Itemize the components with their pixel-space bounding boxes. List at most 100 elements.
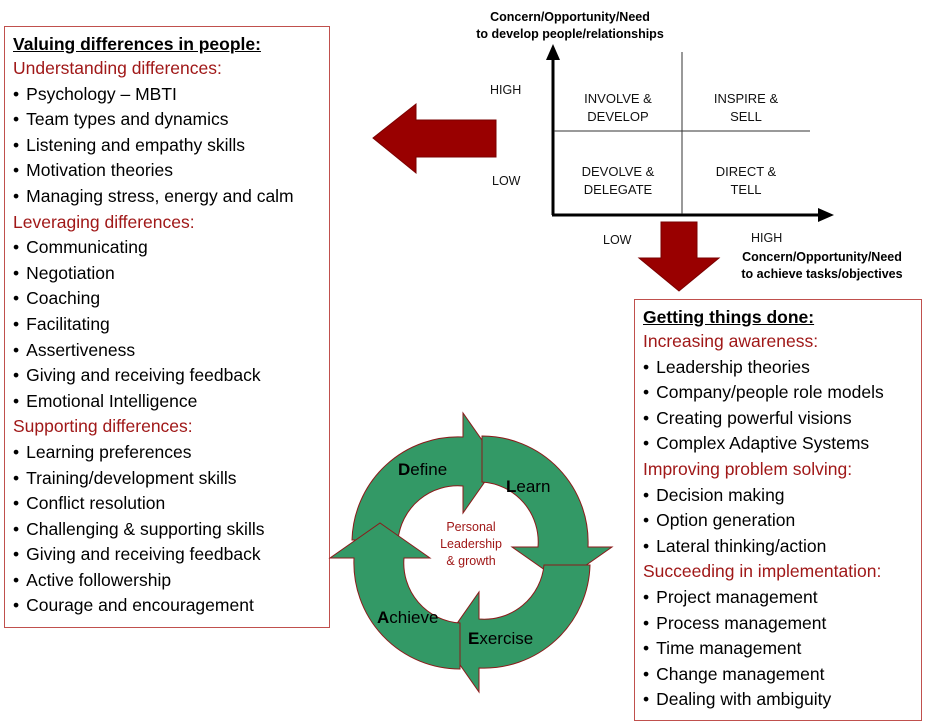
stage-initial: E: [468, 629, 480, 648]
section-title: Improving problem solving:: [643, 458, 853, 479]
center-label-line: Personal: [446, 520, 496, 534]
section-title: Leveraging differences:: [13, 211, 195, 232]
item-list: Decision making Option generation Latera…: [643, 483, 913, 560]
quadrant-label-line: DEVELOP: [587, 109, 649, 124]
list-item: Option generation: [643, 508, 913, 534]
section-title: Understanding differences:: [13, 58, 222, 78]
list-item: Creating powerful visions: [643, 406, 913, 432]
list-item: Managing stress, energy and calm: [13, 184, 321, 210]
quadrant-label-line: DEVOLVE &: [581, 164, 655, 179]
quadrant-label-line: DELEGATE: [583, 182, 653, 197]
list-item: Time management: [643, 636, 913, 662]
list-item: Giving and receiving feedback: [13, 542, 321, 568]
stage-learn-label: Learn: [506, 477, 550, 497]
list-item: Training/development skills: [13, 466, 321, 492]
quadrant-label-line: INVOLVE &: [584, 91, 652, 106]
item-list: Leadership theories Company/people role …: [643, 355, 913, 457]
quadrant-direct-tell: DIRECT & TELL: [683, 163, 809, 199]
x-axis-title-line: to achieve tasks/objectives: [741, 267, 903, 281]
list-item: Challenging & supporting skills: [13, 517, 321, 543]
stage-rest: earn: [516, 477, 551, 496]
quadrant-label-line: SELL: [730, 109, 762, 124]
center-label-line: Leadership: [440, 537, 502, 551]
x-high-label: HIGH: [751, 231, 783, 245]
y-high-label: HIGH: [490, 83, 522, 97]
quadrant-label-line: TELL: [730, 182, 762, 197]
left-section-supporting: Supporting differences: Learning prefere…: [13, 414, 321, 619]
list-item: Emotional Intelligence: [13, 389, 321, 415]
list-item: Facilitating: [13, 312, 321, 338]
stage-initial: D: [398, 460, 411, 479]
stage-rest: chieve: [389, 608, 439, 627]
list-item: Conflict resolution: [13, 491, 321, 517]
item-list: Communicating Negotiation Coaching Facil…: [13, 235, 321, 414]
down-arrow-icon: [637, 221, 721, 292]
cycle-arrow-define: [351, 411, 499, 541]
list-item: Active followership: [13, 568, 321, 594]
list-item: Motivation theories: [13, 158, 321, 184]
section-title: Supporting differences:: [13, 416, 193, 437]
item-list: Psychology – MBTI Team types and dynamic…: [13, 82, 321, 210]
left-box-title: Valuing differences in people:: [13, 34, 261, 54]
list-item: Decision making: [643, 483, 913, 509]
list-item: Courage and encouragement: [13, 593, 321, 619]
cycle-arrow-achieve: [328, 522, 461, 670]
list-item: Assertiveness: [13, 338, 321, 364]
list-item: Dealing with ambiguity: [643, 687, 913, 713]
list-item: Company/people role models: [643, 380, 913, 406]
quadrant-inspire-sell: INSPIRE & SELL: [683, 90, 809, 126]
list-item: Process management: [643, 611, 913, 637]
y-axis-title: Concern/Opportunity/Need to develop peop…: [440, 9, 700, 43]
y-axis-title-line: Concern/Opportunity/Need: [490, 10, 650, 24]
list-item: Leadership theories: [643, 355, 913, 381]
stage-initial: A: [377, 608, 390, 627]
valuing-differences-box: Valuing differences in people: Understan…: [4, 26, 330, 628]
x-axis-title: Concern/Opportunity/Need to achieve task…: [722, 249, 922, 283]
list-item: Negotiation: [13, 261, 321, 287]
right-section-awareness: Increasing awareness: Leadership theorie…: [643, 329, 913, 457]
quadrant-devolve-delegate: DEVOLVE & DELEGATE: [555, 163, 681, 199]
list-item: Learning preferences: [13, 440, 321, 466]
section-title: Increasing awareness:: [643, 331, 819, 351]
stage-rest: efine: [410, 460, 448, 479]
list-item: Project management: [643, 585, 913, 611]
left-arrow-icon: [372, 102, 497, 175]
x-axis-title-line: Concern/Opportunity/Need: [742, 250, 902, 264]
left-section-leveraging: Leveraging differences: Communicating Ne…: [13, 210, 321, 415]
getting-things-done-box: Getting things done: Increasing awarenes…: [634, 299, 922, 721]
list-item: Complex Adaptive Systems: [643, 431, 913, 457]
stage-rest: xercise: [479, 629, 534, 648]
list-item: Giving and receiving feedback: [13, 363, 321, 389]
stage-initial: L: [506, 477, 517, 496]
quadrant-label-line: INSPIRE &: [713, 91, 779, 106]
left-section-understanding: Understanding differences: Psychology – …: [13, 56, 321, 210]
leadership-cycle: [328, 411, 614, 694]
right-box-title: Getting things done:: [643, 307, 815, 327]
section-title: Succeeding in implementation:: [643, 561, 882, 582]
item-list: Learning preferences Training/developmen…: [13, 440, 321, 619]
cycle-arrow-exercise: [443, 564, 591, 694]
list-item: Coaching: [13, 286, 321, 312]
stage-exercise-label: Exercise: [468, 629, 533, 649]
list-item: Psychology – MBTI: [13, 82, 321, 108]
list-item: Team types and dynamics: [13, 107, 321, 133]
quadrant-involve-develop: INVOLVE & DEVELOP: [555, 90, 681, 126]
stage-achieve-label: Achieve: [377, 608, 438, 628]
list-item: Lateral thinking/action: [643, 534, 913, 560]
stage-define-label: Define: [398, 460, 447, 480]
x-axis-arrowhead-icon: [818, 208, 834, 222]
item-list: Project management Process management Ti…: [643, 585, 913, 713]
list-item: Listening and empathy skills: [13, 133, 321, 159]
right-section-implementation: Succeeding in implementation: Project ma…: [643, 559, 913, 713]
cycle-center-label: Personal Leadership & growth: [421, 519, 521, 570]
cycle-arrow-learn: [481, 435, 614, 583]
y-axis-arrowhead-icon: [546, 44, 560, 60]
center-label-line: & growth: [446, 554, 496, 568]
y-axis-title-line: to develop people/relationships: [476, 27, 664, 41]
quadrant-label-line: DIRECT &: [715, 164, 777, 179]
y-low-label: LOW: [492, 174, 521, 188]
list-item: Communicating: [13, 235, 321, 261]
right-section-problem-solving: Improving problem solving: Decision maki…: [643, 457, 913, 559]
x-low-label: LOW: [603, 233, 632, 247]
